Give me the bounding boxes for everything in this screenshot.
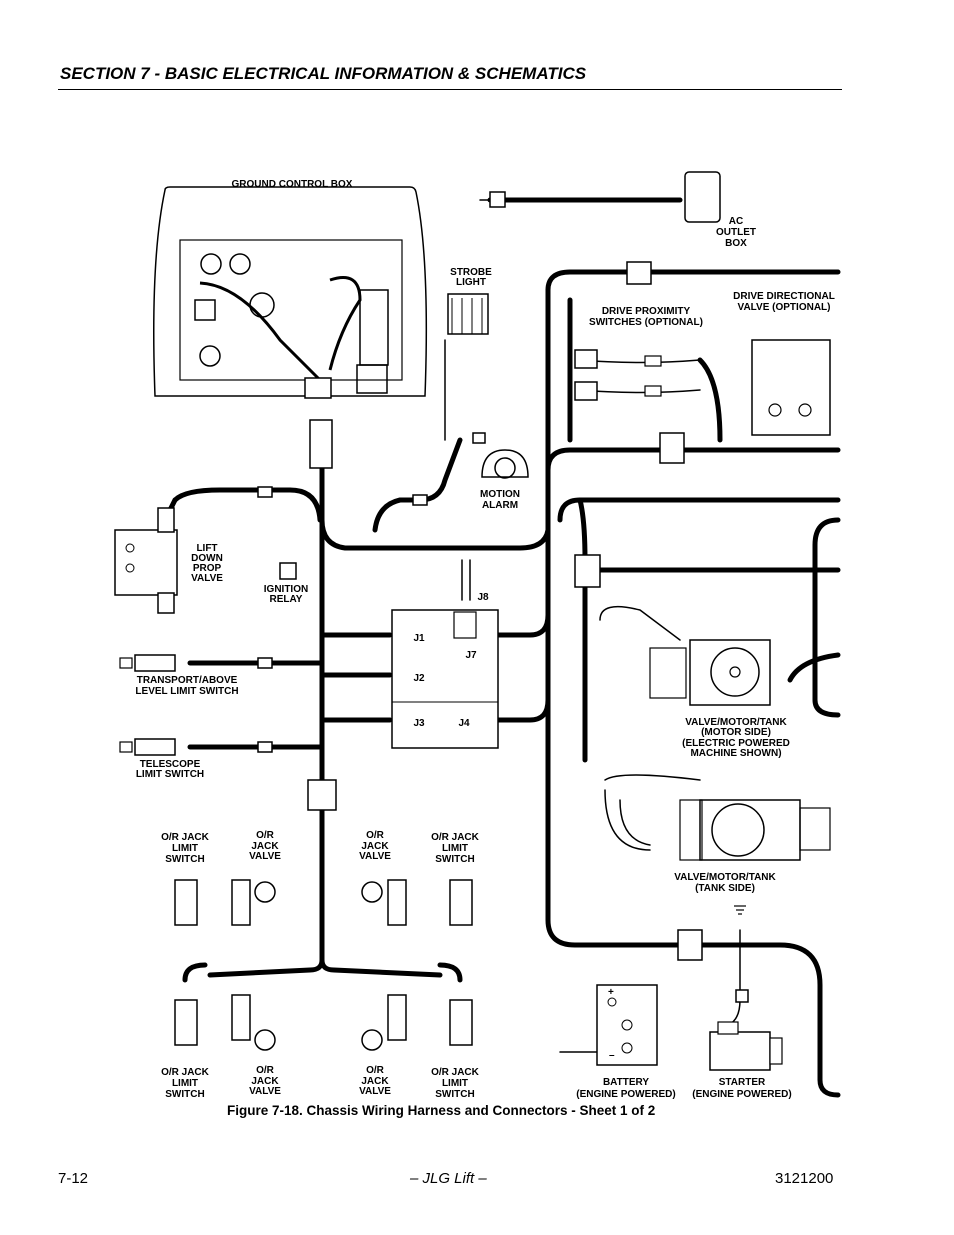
control-module: [391, 609, 499, 749]
label-lift-2: DOWN: [191, 553, 223, 564]
label-drive-prox-2: SWITCHES (OPTIONAL): [589, 317, 703, 328]
label-battery-1: BATTERY: [603, 1077, 649, 1088]
label-drive-dir-2: VALVE (OPTIONAL): [738, 302, 831, 313]
label-or-switch-tl-2: LIMIT: [172, 843, 198, 854]
starter: [709, 1021, 783, 1071]
label-vmt-motor-1: VALVE/MOTOR/TANK: [685, 717, 787, 728]
page-number: 7-12: [58, 1170, 89, 1187]
section-title: SECTION 7 - BASIC ELECTRICAL INFORMATION…: [60, 64, 587, 83]
connector-j3: J3: [413, 718, 425, 729]
motion-alarm: [481, 449, 529, 479]
label-starter-1: STARTER: [719, 1077, 766, 1088]
label-drive-dir-1: DRIVE DIRECTIONAL: [733, 291, 835, 302]
or-jack-components: [174, 879, 473, 1051]
ac-outlet-box: [489, 171, 721, 223]
label-ground-control-box: GROUND CONTROL BOX: [232, 179, 353, 190]
label-or-switch-bl-2: LIMIT: [172, 1078, 198, 1089]
limit-switches: [119, 654, 176, 756]
label-vmt-motor-2: (MOTOR SIDE): [701, 727, 771, 738]
label-or-valve-bl-1: O/R: [256, 1065, 275, 1076]
label-or-switch-tr-2: LIMIT: [442, 843, 468, 854]
label-or-switch-br-1: O/R JACK: [431, 1067, 480, 1078]
label-or-switch-br-2: LIMIT: [442, 1078, 468, 1089]
label-telescope-1: TELESCOPE: [140, 759, 201, 770]
label-or-valve-br-1: O/R: [366, 1065, 385, 1076]
label-or-switch-tl-1: O/R JACK: [161, 832, 210, 843]
label-ignition-2: RELAY: [270, 594, 303, 605]
label-or-valve-bl-2: JACK: [251, 1076, 279, 1087]
figure-caption: Figure 7-18. Chassis Wiring Harness and …: [227, 1103, 656, 1118]
connector-j4: J4: [458, 718, 470, 729]
label-vmt-motor-3: (ELECTRIC POWERED: [682, 738, 790, 749]
label-ac-line-2: OUTLET: [716, 227, 756, 238]
label-lift-4: VALVE: [191, 573, 223, 584]
label-lift-3: PROP: [193, 563, 222, 574]
label-or-valve-tr-1: O/R: [366, 830, 385, 841]
label-or-valve-br-2: JACK: [361, 1076, 389, 1087]
ground-control-box: [153, 186, 428, 469]
connector-j7: J7: [465, 650, 477, 661]
valve-motor-tank-side: [679, 799, 831, 861]
label-motion-alarm-1: MOTION: [480, 489, 520, 500]
label-or-valve-bl-3: VALVE: [249, 1086, 281, 1097]
label-or-switch-tr-1: O/R JACK: [431, 832, 480, 843]
label-or-valve-tl-1: O/R: [256, 830, 275, 841]
label-or-valve-tr-2: JACK: [361, 841, 389, 852]
label-transport-1: TRANSPORT/ABOVE: [137, 675, 238, 686]
label-ac-line-1: AC: [729, 216, 743, 227]
label-ac-line-3: BOX: [725, 238, 747, 249]
svg-text:+: +: [608, 987, 614, 998]
label-transport-2: LEVEL LIMIT SWITCH: [135, 686, 238, 697]
label-or-switch-bl-1: O/R JACK: [161, 1067, 210, 1078]
label-or-switch-br-3: SWITCH: [435, 1089, 474, 1100]
label-ignition-1: IGNITION: [264, 584, 308, 595]
label-drive-prox-1: DRIVE PROXIMITY: [602, 306, 691, 317]
label-strobe-1: STROBE: [450, 267, 492, 278]
label-battery-2: (ENGINE POWERED): [576, 1089, 675, 1100]
doc-number: 3121200: [775, 1170, 834, 1187]
connector-j1: J1: [413, 633, 425, 644]
label-starter-2: (ENGINE POWERED): [692, 1089, 791, 1100]
footer-center: – JLG Lift –: [410, 1170, 487, 1187]
label-or-switch-tr-3: SWITCH: [435, 854, 474, 865]
label-or-valve-tl-2: JACK: [251, 841, 279, 852]
connector-j8: J8: [477, 592, 489, 603]
label-telescope-2: LIMIT SWITCH: [136, 769, 204, 780]
label-motion-alarm-2: ALARM: [482, 500, 518, 511]
valve-motor-motor-side: [649, 639, 771, 706]
battery: + –: [596, 984, 658, 1066]
label-vmt-tank-2: (TANK SIDE): [695, 883, 755, 894]
label-or-valve-tr-3: VALVE: [359, 851, 391, 862]
label-vmt-tank-1: VALVE/MOTOR/TANK: [674, 872, 776, 883]
drive-directional-valve: [751, 339, 831, 436]
label-or-valve-tl-3: VALVE: [249, 851, 281, 862]
label-vmt-motor-4: MACHINE SHOWN): [690, 748, 781, 759]
connector-j2: J2: [413, 673, 425, 684]
inline-connectors: [257, 261, 749, 1003]
label-strobe-2: LIGHT: [456, 277, 486, 288]
header-rule: [58, 89, 842, 90]
label-or-switch-tl-3: SWITCH: [165, 854, 204, 865]
label-or-switch-bl-3: SWITCH: [165, 1089, 204, 1100]
lift-down-prop-valve: [114, 507, 178, 614]
ignition-relay: [279, 562, 297, 580]
svg-text:–: –: [609, 1050, 615, 1061]
strobe-light: [447, 293, 489, 335]
label-lift-1: LIFT: [196, 543, 217, 554]
drive-proximity-switches: [574, 349, 662, 401]
label-or-valve-br-3: VALVE: [359, 1086, 391, 1097]
ground-icon: [734, 905, 746, 915]
